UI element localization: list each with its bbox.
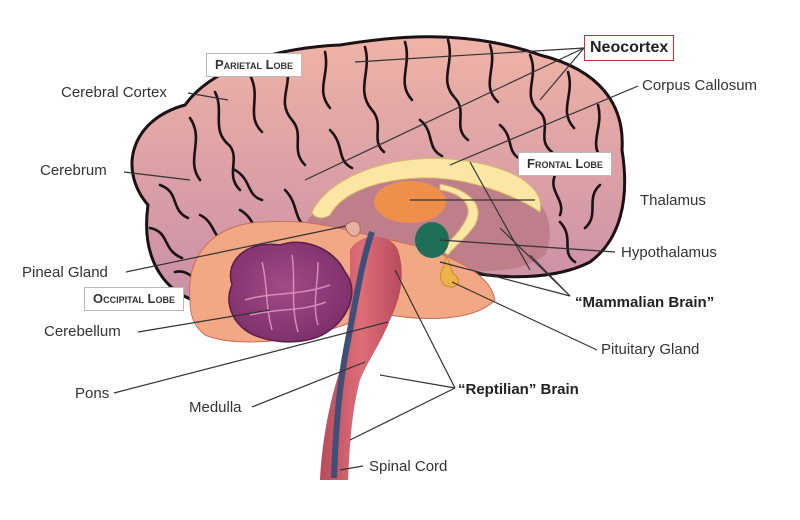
thalamus-label: Thalamus (640, 192, 706, 209)
central-canal (331, 230, 375, 479)
pineal-shape (344, 220, 361, 237)
thalamus-shape (374, 181, 446, 223)
hypothalamus-label: Hypothalamus (621, 244, 717, 261)
neocortex-label: Neocortex (584, 35, 675, 61)
leader-lines (113, 47, 639, 471)
medulla-label: Medulla (189, 399, 242, 416)
brainstem-shape (320, 236, 402, 480)
cerebellum-folds (244, 254, 331, 333)
pons-label: Pons (75, 385, 110, 402)
cerebral-cortex-label: Cerebral Cortex (61, 84, 167, 101)
mammalian-brain-label: “Mammalian Brain” (575, 294, 715, 311)
cortex-folds (148, 38, 604, 284)
hypothalamus-shape (415, 222, 449, 258)
parietal-lobe-label: Parietal Lobe (206, 53, 303, 77)
cerebellum-label: Cerebellum (44, 323, 121, 340)
spinal-cord-label: Spinal Cord (369, 458, 448, 475)
reptilian-brain-label: “Reptilian” Brain (458, 381, 579, 398)
cerebellum-shape (228, 241, 353, 343)
occipital-lobe-label: Occipital Lobe (84, 287, 184, 311)
corpus-callosum-label: Corpus Callosum (642, 77, 758, 94)
fornix-shape (439, 183, 479, 256)
pineal-gland-label: Pineal Gland (22, 264, 108, 281)
pituitary-gland-label: Pituitary Gland (601, 341, 700, 358)
cerebrum-label: Cerebrum (40, 162, 107, 179)
frontal-lobe-label: Frontal Lobe (518, 152, 612, 176)
